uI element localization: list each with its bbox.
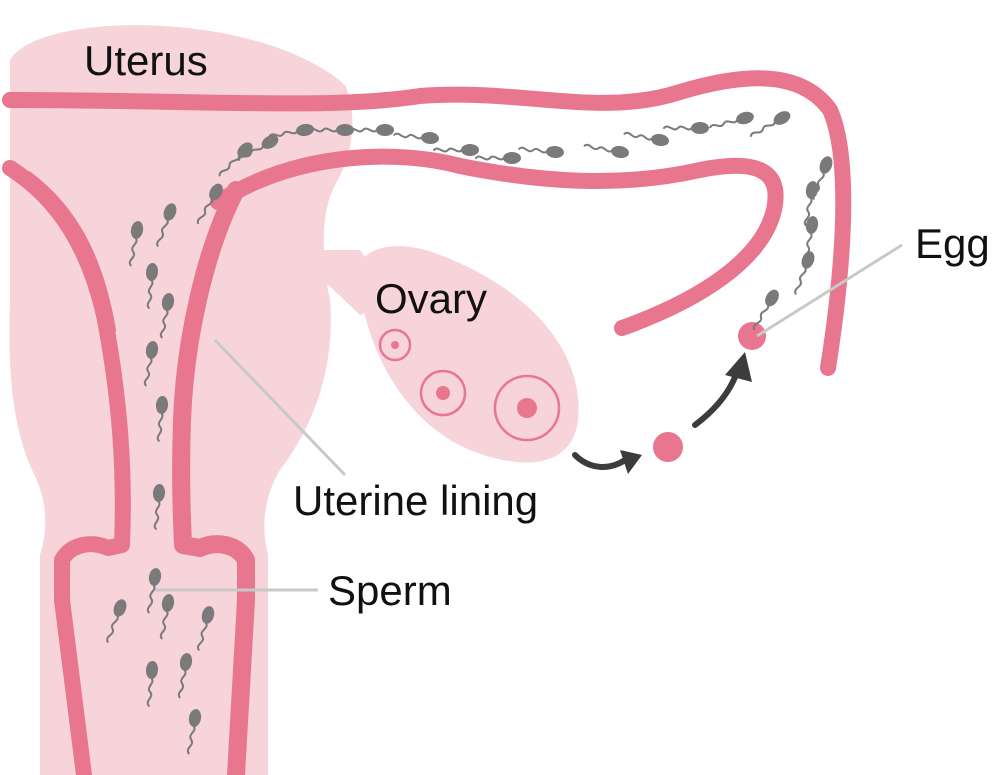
egg-cell-icon — [653, 432, 683, 462]
sperm-cell-icon — [664, 122, 709, 134]
curved-arrow-icon — [575, 450, 642, 474]
sperm-cell-icon — [584, 140, 630, 160]
sperm-label: Sperm — [328, 567, 452, 614]
sperm-cell-icon — [749, 287, 782, 332]
ovary-label: Ovary — [375, 275, 487, 322]
sperm-cell-icon — [624, 128, 670, 148]
egg-cell-icon — [738, 322, 766, 350]
uterus-label: Uterus — [84, 37, 208, 84]
tissue-layer — [9, 25, 578, 775]
sperm-cell-icon — [519, 143, 565, 159]
sperm-cell-icon — [790, 249, 817, 295]
uterine-lining-label: Uterine lining — [293, 477, 538, 524]
curved-arrow-icon — [695, 352, 752, 425]
sperm-cell-icon — [349, 124, 394, 136]
egg-label: Egg — [915, 220, 990, 267]
sperm-cell-icon — [709, 110, 756, 133]
sperm-cell-icon — [394, 129, 440, 145]
sperm-cell-icon — [748, 108, 793, 141]
